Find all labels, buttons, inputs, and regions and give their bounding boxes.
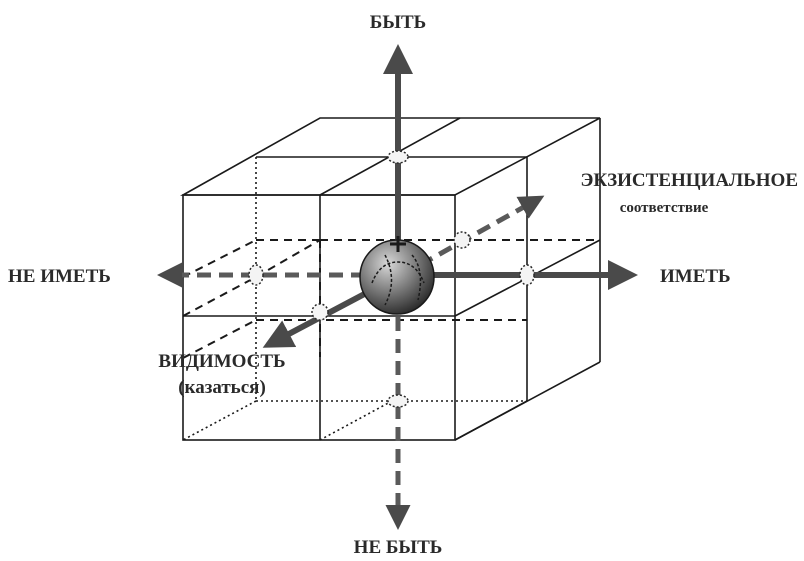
label-right: ИМЕТЬ bbox=[660, 266, 731, 287]
label-top: БЫТЬ bbox=[370, 12, 426, 33]
label-depth-back-subtitle: соответствие bbox=[620, 200, 709, 216]
label-bottom: НЕ БЫТЬ bbox=[354, 537, 443, 558]
label-depth-front-title: ВИДИМОСТЬ bbox=[158, 351, 285, 372]
label-left: НЕ ИМЕТЬ bbox=[8, 266, 111, 287]
label-depth-front-subtitle: (казаться) bbox=[178, 377, 266, 398]
label-depth-back-title: ЭКЗИСТЕНЦИАЛЬНОЕ bbox=[580, 170, 798, 191]
depth-axis-back bbox=[420, 198, 540, 265]
center-sphere bbox=[360, 236, 434, 314]
